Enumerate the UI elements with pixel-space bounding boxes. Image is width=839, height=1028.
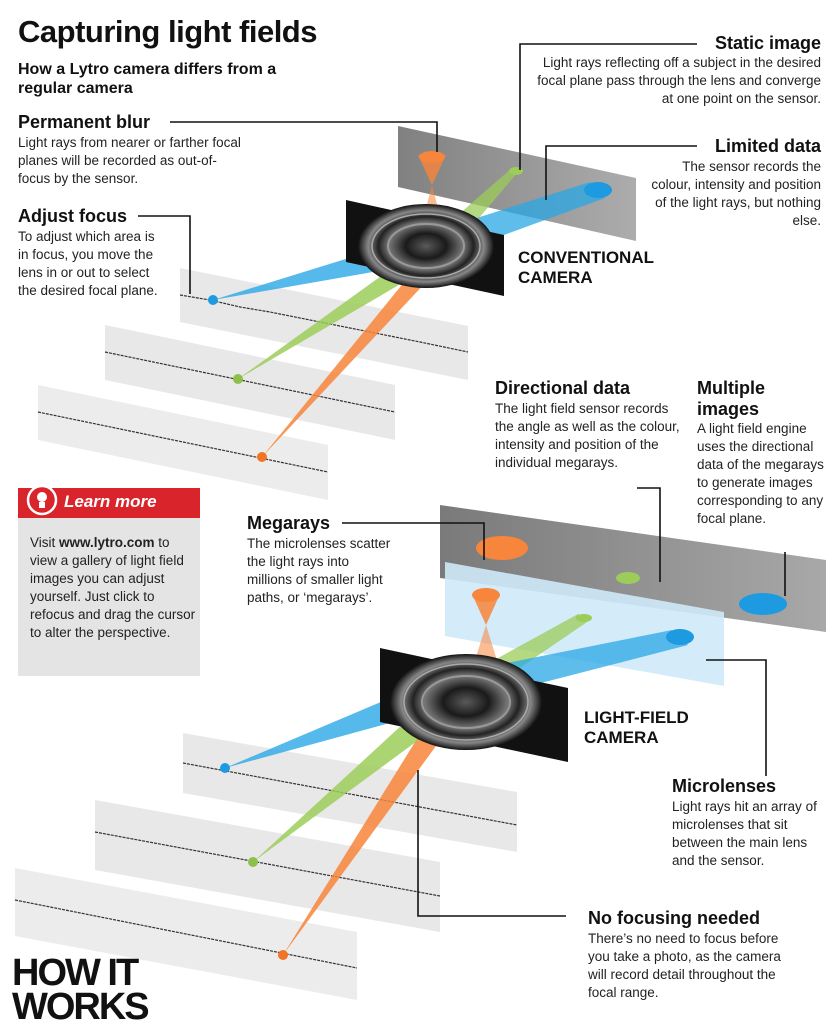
lf-focal-plane-1 xyxy=(183,733,517,852)
logo-line-1: HOW IT xyxy=(12,952,139,994)
learn-more-title: Learn more xyxy=(64,492,157,511)
directional-data-heading: Directional data xyxy=(495,378,631,398)
learn-more-text-before: Visit xyxy=(30,535,60,550)
no-focusing-heading: No focusing needed xyxy=(588,908,761,928)
dot-green-1 xyxy=(233,374,243,384)
permanent-blur-text: Light rays from nearer or farther focal … xyxy=(18,135,241,186)
learn-more-text: Visit www.lytro.com to view a gallery of… xyxy=(30,534,196,642)
focal-plane-1-line xyxy=(179,294,469,353)
leader-static-image xyxy=(519,43,697,170)
conventional-camera-label: CONVENTIONAL CAMERA xyxy=(518,248,654,287)
orange-ray-blur xyxy=(418,155,446,185)
multiple-images-text: A light field engine uses the directiona… xyxy=(697,421,824,526)
microlens-panel xyxy=(445,562,724,686)
leader-permanent-blur xyxy=(170,121,438,152)
learn-more-box xyxy=(18,488,200,676)
conventional-sensor xyxy=(398,126,636,241)
orange-ray xyxy=(262,265,442,457)
leader-megarays xyxy=(342,522,485,560)
learn-more-text-after: to view a gallery of light field images … xyxy=(30,535,196,640)
dot-orange-1 xyxy=(257,452,267,462)
conventional-lens xyxy=(358,204,494,288)
leader-no-focusing xyxy=(417,770,566,917)
focal-plane-2-line xyxy=(104,351,396,413)
megarays-heading: Megarays xyxy=(247,513,331,533)
focal-plane-3-line xyxy=(37,411,329,473)
dot-blue-1 xyxy=(208,295,218,305)
directional-data-text: The light field sensor records the angle… xyxy=(495,401,680,470)
lf-focal-plane-2 xyxy=(95,800,440,932)
page-title: Capturing light fields xyxy=(18,14,318,49)
limited-data-heading: Limited data xyxy=(714,136,821,156)
orange-spot xyxy=(419,151,445,163)
no-focusing-text: There’s no need to focus before you take… xyxy=(588,931,781,1000)
static-image-text: Light rays reflecting off a subject in t… xyxy=(537,55,821,106)
microlenses-heading: Microlenses xyxy=(672,776,777,796)
how-it-works-logo: HOW IT WORKS xyxy=(12,952,150,1028)
leader-directional-data xyxy=(637,487,661,582)
lf-sensor xyxy=(440,505,826,632)
adjust-focus-heading: Adjust focus xyxy=(18,206,128,226)
leader-adjust-focus xyxy=(138,215,191,294)
green-spot xyxy=(509,167,523,175)
learn-more-url[interactable]: www.lytro.com xyxy=(59,535,155,550)
lf-lens xyxy=(390,654,542,750)
page-subtitle: How a Lytro camera differs from a regula… xyxy=(18,61,277,97)
blue-spot xyxy=(584,182,612,198)
leader-microlenses xyxy=(706,659,767,776)
light-field-camera-label: LIGHT-FIELD CAMERA xyxy=(584,708,689,747)
multiple-images-heading: Multiple images xyxy=(697,378,765,419)
adjust-focus-text: To adjust which area is in focus, you mo… xyxy=(18,229,158,298)
logo-line-2: WORKS xyxy=(12,986,150,1028)
limited-data-text: The sensor records the colour, intensity… xyxy=(651,159,821,228)
leader-limited-data xyxy=(545,145,697,200)
permanent-blur-heading: Permanent blur xyxy=(18,112,151,132)
microlenses-text: Light rays hit an array of microlenses t… xyxy=(672,799,817,868)
static-image-heading: Static image xyxy=(714,33,821,53)
megarays-text: The microlenses scatter the light rays i… xyxy=(247,536,391,605)
